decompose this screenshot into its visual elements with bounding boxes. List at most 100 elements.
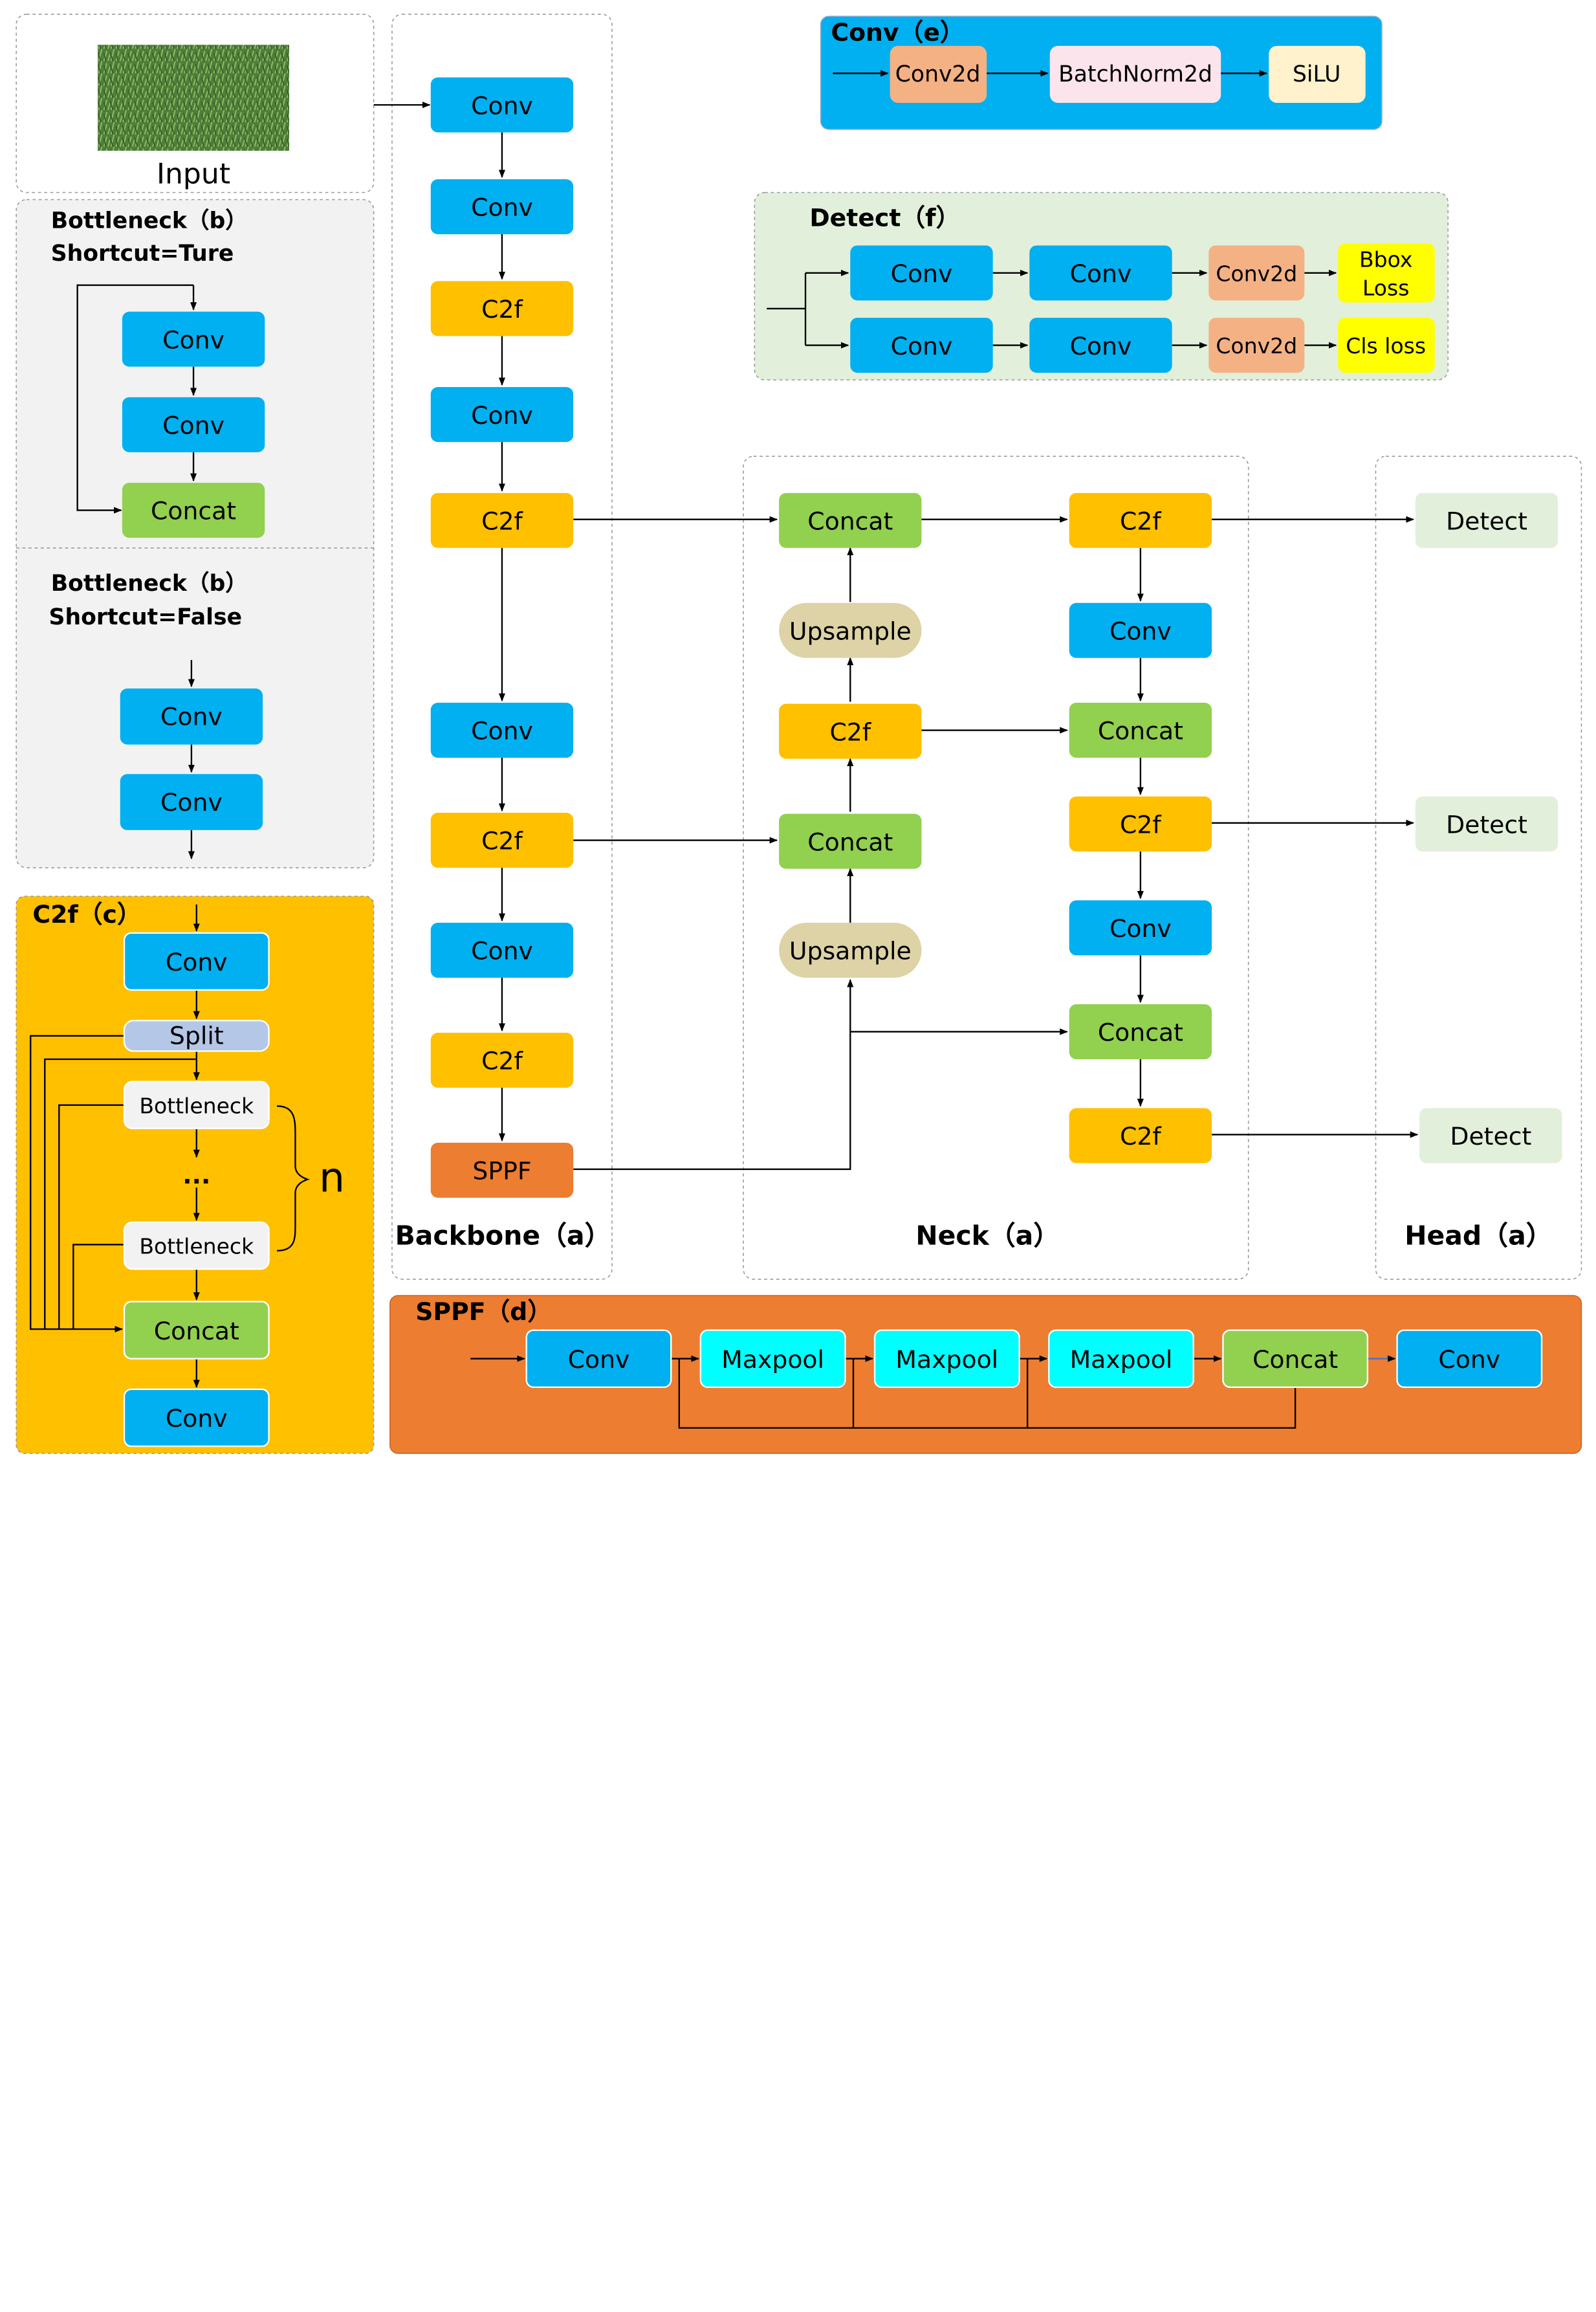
svg-text:Conv2d: Conv2d — [895, 61, 981, 87]
c2f-ellipsis: ... — [182, 1161, 210, 1189]
sppf-concat: Concat — [1222, 1329, 1369, 1388]
svg-text:Conv2d: Conv2d — [1216, 333, 1297, 358]
bottleneck-false-subtitle: Shortcut=False — [49, 604, 243, 630]
svg-text:Detect: Detect — [1446, 811, 1527, 839]
bottleneck-true-conv-2: Conv — [122, 397, 265, 452]
svg-text:Bottleneck: Bottleneck — [139, 1093, 254, 1118]
sppf-maxpool-3: Maxpool — [1048, 1329, 1194, 1388]
backbone-c2f-3: C2f — [430, 813, 574, 868]
svg-text:Detect: Detect — [1450, 1122, 1531, 1150]
svg-text:Split: Split — [169, 1021, 224, 1050]
neck-concat-3: Concat — [1069, 703, 1212, 758]
c2f-bottleneck-1: Bottleneck — [123, 1081, 270, 1130]
neck-c2f-3: C2f — [1069, 796, 1212, 852]
neck-concat-4: Concat — [1069, 1004, 1212, 1059]
conv-module-batchnorm: BatchNorm2d — [1049, 45, 1221, 103]
input-image — [98, 45, 290, 151]
conv-module-title: Conv（e） — [831, 18, 964, 47]
neck-concat-2: Concat — [779, 813, 922, 869]
neck-c2f-1: C2f — [779, 703, 922, 759]
svg-text:Bottleneck: Bottleneck — [139, 1234, 254, 1259]
c2f-repeat-n: n — [319, 1154, 345, 1202]
svg-text:Conv: Conv — [1110, 914, 1172, 943]
svg-text:Concat: Concat — [1252, 1345, 1338, 1374]
detect-conv-2b: Conv — [1029, 318, 1172, 373]
head-detect-1: Detect — [1415, 492, 1558, 548]
backbone-conv-1: Conv — [430, 77, 574, 133]
svg-text:Conv: Conv — [1438, 1345, 1500, 1374]
sppf-module-title: SPPF（d） — [415, 1297, 552, 1326]
backbone-label: Backbone（a） — [395, 1220, 611, 1251]
neck-conv-2: Conv — [1069, 900, 1212, 956]
conv-module-silu: SiLU — [1269, 45, 1366, 103]
svg-text:C2f: C2f — [481, 507, 523, 535]
bottleneck-true-title: Bottleneck（b） — [51, 208, 248, 234]
svg-text:Concat: Concat — [1098, 717, 1183, 745]
svg-text:Detect: Detect — [1446, 507, 1527, 535]
backbone-conv-2: Conv — [430, 179, 574, 235]
svg-text:Conv: Conv — [471, 401, 533, 430]
neck-concat-1: Concat — [779, 492, 922, 548]
c2f-module-nodes: Conv Split Bottleneck ... Bottleneck Con… — [123, 932, 345, 1448]
sppf-maxpool-2: Maxpool — [873, 1329, 1020, 1388]
detect-conv2d-1: Conv2d — [1208, 245, 1305, 301]
sppf-maxpool-1: Maxpool — [699, 1329, 846, 1388]
connectors — [30, 70, 1419, 1429]
svg-text:Conv: Conv — [160, 703, 223, 731]
backbone-conv-5: Conv — [430, 923, 574, 978]
c2f-module-title: C2f（c） — [32, 900, 141, 929]
svg-text:Concat: Concat — [807, 507, 893, 535]
bottleneck-true-conv-1: Conv — [122, 311, 265, 367]
svg-text:Concat: Concat — [151, 497, 236, 525]
svg-text:C2f: C2f — [1120, 507, 1162, 535]
bottleneck-nodes: Conv Conv Concat Conv Conv — [120, 311, 265, 830]
svg-text:Conv: Conv — [166, 1404, 228, 1433]
backbone-conv-4: Conv — [430, 703, 574, 758]
backbone-sppf: SPPF — [430, 1143, 574, 1198]
c2f-conv-1: Conv — [123, 932, 270, 991]
head-panel — [1375, 456, 1582, 1280]
svg-text:Concat: Concat — [807, 828, 893, 856]
bottleneck-false-conv-2: Conv — [120, 774, 263, 830]
svg-text:C2f: C2f — [829, 718, 871, 746]
neck-c2f-2: C2f — [1069, 492, 1212, 548]
detect-conv-2a: Conv — [850, 318, 993, 373]
input-label: Input — [157, 157, 230, 190]
c2f-bottleneck-n: Bottleneck — [123, 1221, 270, 1270]
svg-text:SPPF: SPPF — [472, 1157, 531, 1185]
neck-label: Neck（a） — [915, 1220, 1060, 1251]
svg-text:Conv: Conv — [162, 325, 224, 354]
backbone-conv-3: Conv — [430, 387, 574, 443]
svg-text:Upsample: Upsample — [789, 937, 912, 965]
bottleneck-true-subtitle: Shortcut=Ture — [51, 241, 234, 267]
head-detect-3: Detect — [1419, 1108, 1562, 1163]
svg-text:Maxpool: Maxpool — [721, 1345, 824, 1374]
svg-text:Conv: Conv — [471, 91, 533, 120]
svg-text:Conv: Conv — [891, 332, 953, 360]
svg-text:Conv: Conv — [1070, 259, 1132, 288]
detect-conv-1b: Conv — [1029, 245, 1172, 301]
svg-text:Conv: Conv — [891, 259, 953, 288]
svg-text:C2f: C2f — [1120, 811, 1162, 839]
backbone-nodes: Conv Conv C2f Conv C2f Conv C2f Conv C2f… — [430, 77, 574, 1198]
bottleneck-false-title: Bottleneck（b） — [51, 571, 248, 597]
neck-upsample-2: Upsample — [779, 923, 922, 978]
svg-text:Concat: Concat — [154, 1317, 239, 1345]
svg-text:C2f: C2f — [481, 1047, 523, 1075]
neck-panel — [743, 456, 1249, 1280]
neck-upsample-1: Upsample — [779, 602, 922, 658]
svg-text:Cls loss: Cls loss — [1346, 333, 1426, 358]
c2f-conv-2: Conv — [123, 1388, 270, 1448]
backbone-c2f-4: C2f — [430, 1033, 574, 1088]
neck-conv-1: Conv — [1069, 602, 1212, 658]
detect-cls-loss: Cls loss — [1338, 318, 1435, 373]
bottleneck-false-conv-1: Conv — [120, 688, 263, 745]
svg-text:Conv: Conv — [160, 788, 223, 817]
svg-text:Conv: Conv — [1070, 332, 1132, 360]
svg-text:C2f: C2f — [481, 827, 523, 855]
neck-nodes: Concat Upsample C2f Concat Upsample C2f … — [779, 492, 1212, 1163]
head-nodes: Detect Detect Detect — [1415, 492, 1562, 1163]
svg-text:Conv: Conv — [162, 412, 224, 440]
